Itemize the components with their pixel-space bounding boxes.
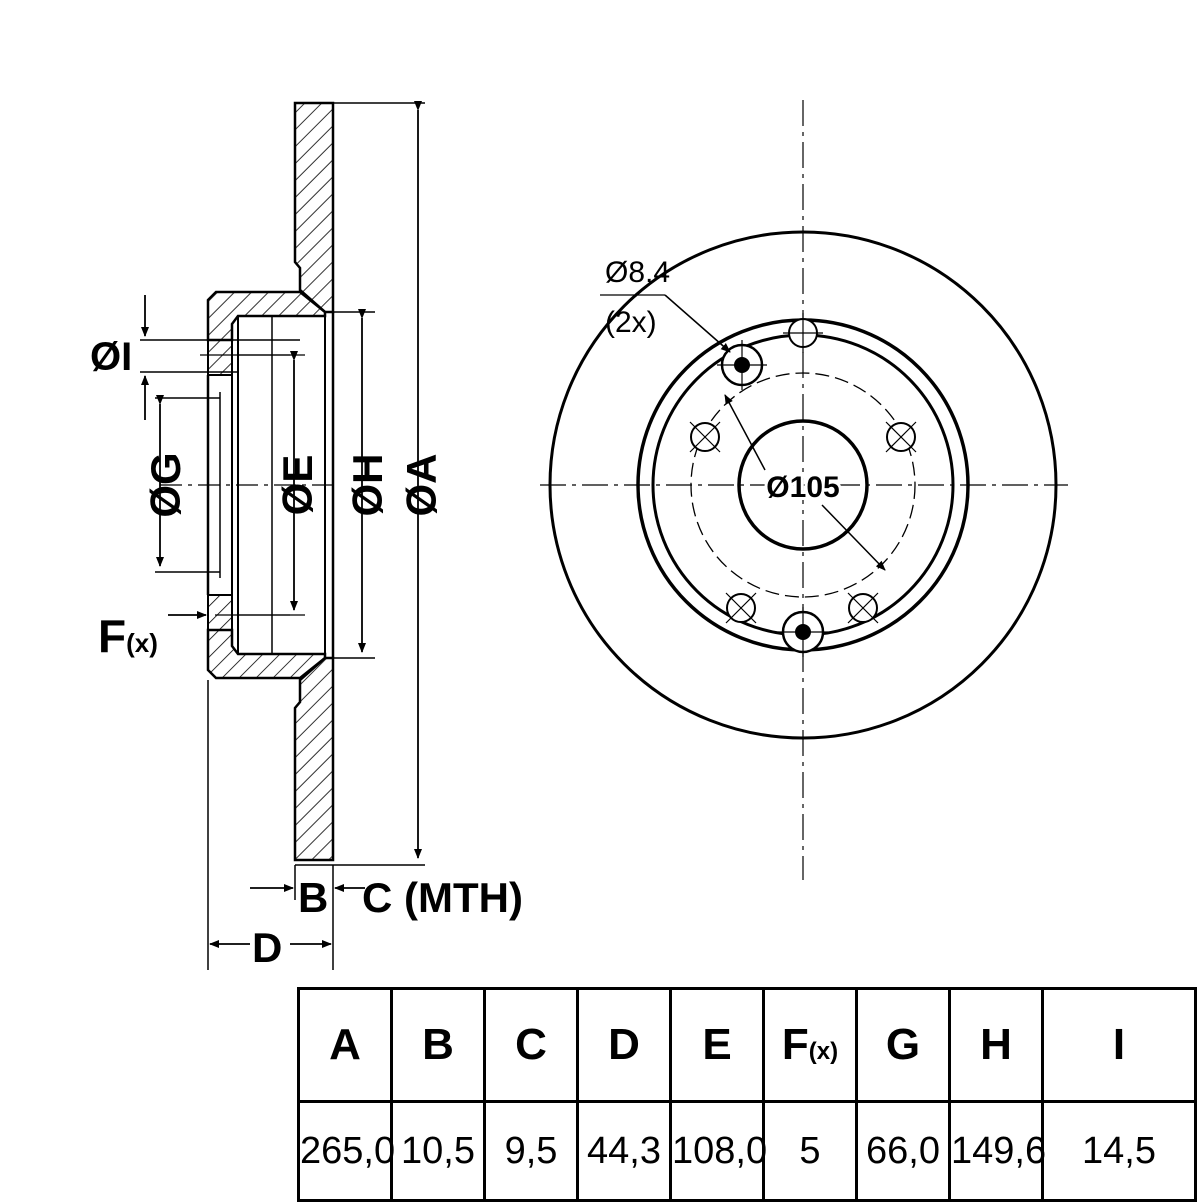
value-c: 9,5 [483,1100,579,1202]
label-dia-e: ØE [274,455,321,516]
header-b: B [390,987,486,1103]
label-dia-i: ØI [90,335,132,379]
dimension-table: A B C D E F(x) G H I 265,0 10,5 9,5 44,3… [297,987,1197,1202]
stud-hole [783,313,823,353]
value-a: 265,0 [297,1100,395,1202]
front-view: Ø8,4 (2x) Ø105 [540,100,1068,880]
value-g: 66,0 [855,1100,951,1202]
value-f: 5 [762,1100,858,1202]
value-h: 149,6 [948,1100,1046,1202]
mounting-face-upper [207,339,233,376]
pcd-arrow-upper [724,394,766,471]
header-i: I [1041,987,1197,1103]
locating-hole [717,340,767,390]
label-pcd: Ø105 [766,471,839,504]
header-f-label: F [781,1020,809,1069]
value-e: 108,0 [669,1100,767,1202]
label-c-mth: C (MTH) [362,874,523,921]
stud-hole [725,592,757,624]
value-d: 44,3 [576,1100,672,1202]
label-f-sub: (x) [126,628,158,658]
value-b: 10,5 [390,1100,486,1202]
value-i: 14,5 [1041,1100,1197,1202]
mounting-face-lower [207,594,233,631]
header-g: G [855,987,951,1103]
hat-bottom-wall-section [206,628,327,680]
header-d: D [576,987,672,1103]
header-c: C [483,987,579,1103]
hat-top-wall-section [206,290,327,342]
label-dia-h: ØH [344,454,391,517]
side-section-view: ØI ØG ØE ØH ØA F(x) B C (MTH) D [90,101,523,971]
hole-leader [664,294,731,353]
stud-hole [885,421,917,453]
dimension-table-value-row: 265,0 10,5 9,5 44,3 108,0 5 66,0 149,6 1… [297,1100,1197,1202]
locating-hole [778,607,828,657]
label-dia-a: ØA [398,454,445,517]
friction-ring-top-section [293,101,335,314]
stud-hole [689,421,721,453]
header-f-sub: (x) [808,1038,839,1065]
label-b: B [298,874,328,921]
header-e: E [669,987,765,1103]
label-hole-count: (2x) [605,306,657,339]
stud-hole [847,592,879,624]
header-h: H [948,987,1044,1103]
label-dia-g: ØG [142,452,189,517]
label-hole-diameter: Ø8,4 [605,256,670,289]
header-a: A [297,987,393,1103]
label-f: F(x) [98,610,158,662]
dimension-table-header-row: A B C D E F(x) G H I [297,987,1197,1103]
pcd-arrow-lower [821,504,886,571]
label-d: D [252,924,282,971]
header-f: F(x) [762,987,858,1103]
friction-ring-bottom-section [293,656,335,862]
